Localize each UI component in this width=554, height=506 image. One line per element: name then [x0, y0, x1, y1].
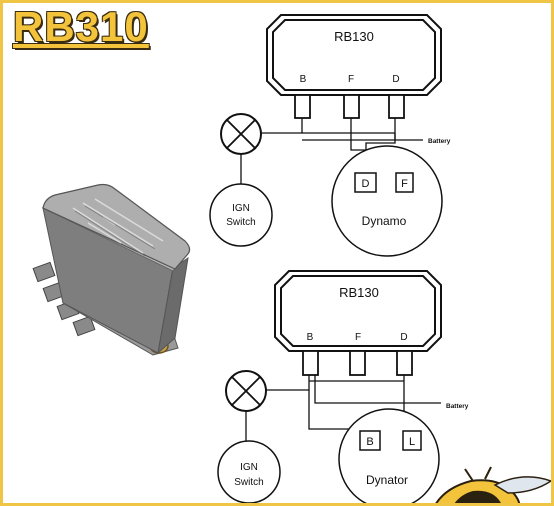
bottom-terminal-b-label: B	[307, 332, 314, 343]
bottom-dynator-terminal-l-label: L	[409, 436, 415, 448]
bottom-regulator-box	[274, 270, 442, 352]
top-terminal-f	[343, 94, 360, 119]
top-dynamo-terminal-d	[354, 172, 377, 193]
bottom-dynator-terminal-l	[402, 430, 422, 451]
regulator-photo	[32, 183, 191, 356]
top-battery-label: Battery	[428, 138, 451, 145]
bottom-diagram: RB130 B F D Battery IGN Switch	[217, 270, 469, 503]
top-regulator-label: RB130	[334, 29, 374, 44]
top-dynamo-terminal-d-label: D	[362, 178, 370, 190]
bottom-switch-line1: IGN	[240, 462, 258, 473]
top-terminal-b-label: B	[300, 74, 307, 85]
bottom-dynator-terminal-b-label: B	[366, 436, 373, 448]
top-dynamo-label: Dynamo	[362, 214, 407, 228]
bottom-terminal-d-label: D	[400, 332, 407, 343]
top-diagram: RB130 B F D Batte	[209, 14, 451, 257]
bottom-dynator	[338, 408, 440, 503]
bottom-terminal-d	[396, 350, 413, 376]
top-switch-line2: Switch	[226, 217, 255, 228]
top-ign-switch	[209, 183, 273, 247]
bee-mascot-icon	[435, 466, 551, 503]
bottom-terminal-f	[349, 350, 366, 376]
bottom-switch-line2: Switch	[234, 477, 263, 488]
top-terminal-f-label: F	[348, 74, 354, 85]
top-dynamo	[331, 145, 443, 257]
page-title: RB310	[13, 3, 149, 50]
top-switch-line1: IGN	[232, 203, 250, 214]
top-terminal-d-label: D	[392, 74, 399, 85]
bottom-battery-label: Battery	[446, 403, 469, 410]
bottom-ign-switch	[217, 440, 281, 503]
bottom-dynator-label: Dynator	[366, 473, 408, 487]
top-dynamo-terminal-f-label: F	[401, 178, 408, 190]
bottom-regulator-label: RB130	[339, 285, 379, 300]
bottom-terminal-f-label: F	[355, 332, 361, 343]
bottom-dynator-terminal-b	[359, 430, 381, 451]
wiring-diagrams: RB130 B F D Batte	[32, 14, 551, 503]
top-terminal-b	[294, 94, 311, 119]
bottom-terminal-b	[302, 350, 319, 376]
top-dynamo-terminal-f	[395, 172, 414, 193]
top-terminal-d	[388, 94, 405, 119]
top-regulator-box	[266, 14, 442, 96]
